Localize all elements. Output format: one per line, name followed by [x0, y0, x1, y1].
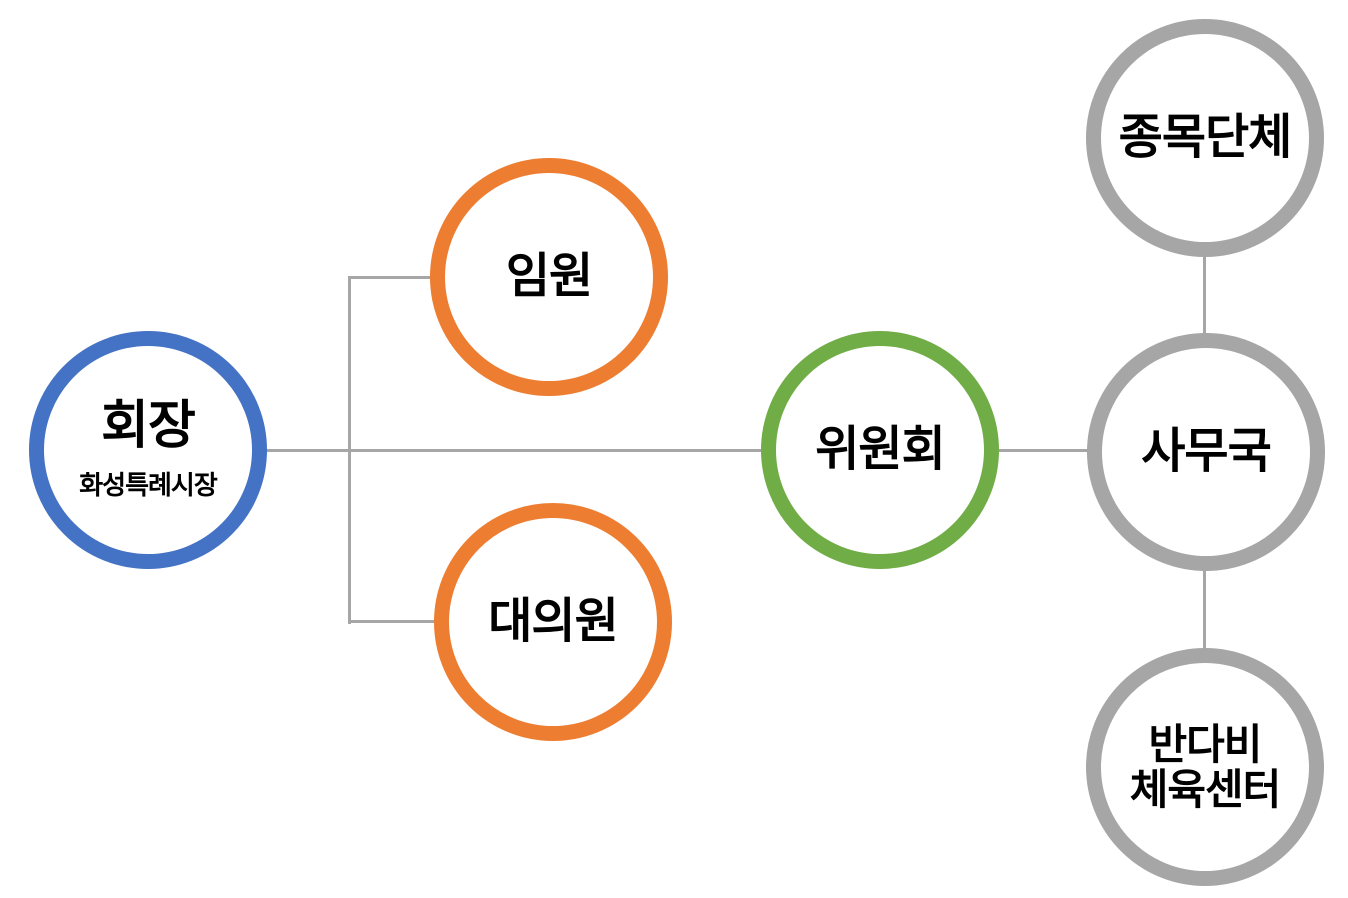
- node-chairman-sublabel: 화성특례시장: [79, 469, 218, 500]
- connector-committee-secretariat: [997, 449, 1091, 452]
- node-secretariat-label: 사무국: [1141, 425, 1271, 479]
- node-committee: 위원회: [761, 331, 999, 569]
- node-chairman-label: 회장: [101, 397, 196, 456]
- connector-branch-delegates: [348, 620, 438, 623]
- node-sport-organizations-label: 종목단체: [1118, 111, 1293, 165]
- node-delegates: 대의원: [434, 503, 672, 741]
- node-delegates-label: 대의원: [488, 595, 618, 649]
- node-bandabi-label-line2: 체육센터: [1129, 766, 1282, 813]
- connector-secretariat-sportorgs: [1203, 253, 1206, 337]
- node-chairman: 회장 화성특례시장: [29, 331, 267, 569]
- connector-branch-vertical: [348, 276, 351, 624]
- node-bandabi-label-line1: 반다비: [1148, 720, 1263, 768]
- node-committee-label: 위원회: [815, 423, 945, 477]
- connector-branch-executives: [348, 276, 434, 279]
- connector-chairman-committee: [265, 449, 765, 452]
- connector-secretariat-bandabi: [1203, 569, 1206, 652]
- node-executives-label: 임원: [505, 250, 593, 304]
- node-secretariat: 사무국: [1087, 333, 1325, 571]
- node-bandabi-sports-center: 반다비 체육센터: [1086, 648, 1324, 886]
- node-sport-organizations: 종목단체: [1086, 19, 1324, 257]
- node-executives: 임원: [430, 158, 668, 396]
